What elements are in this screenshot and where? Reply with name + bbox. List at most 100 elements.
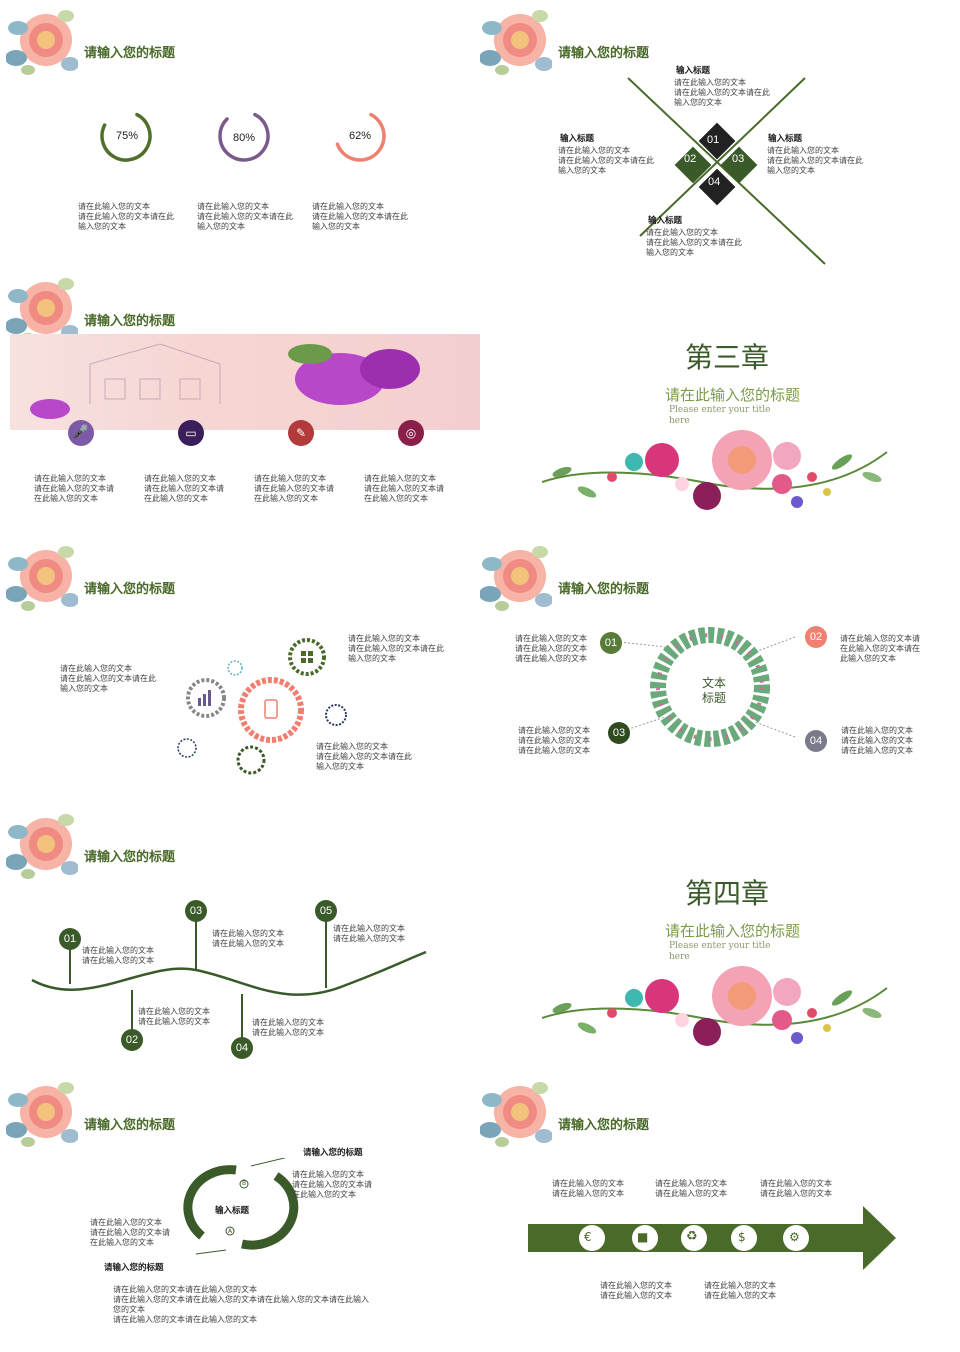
banner-text-3: 请在此输入您的文本 请在此输入您的文本请 在此输入您的文本 <box>254 474 334 503</box>
process-top-text-2: 请在此输入您的文本 请在此输入您的文本 <box>655 1179 727 1198</box>
process-bottom-text-2: 请在此输入您的文本 请在此输入您的文本 <box>704 1281 776 1300</box>
chapter-subtitle: 请在此输入您的标题 <box>665 386 801 404</box>
bottom-heading: 输入标题 <box>648 216 683 226</box>
wreath-text-3: 请在此输入您的文本 请在此输入您的文本 请在此输入您的文本 <box>518 726 590 755</box>
bottom-text: 请在此输入您的文本 请在此输入您的文本请在此 输入您的文本 <box>646 228 742 257</box>
money-bag-icon: $ <box>738 1230 746 1244</box>
slide-2-cross-diagram: 请输入您的标题 01 02 03 04 输入标题 请在此输入您的文本 请在此输入… <box>480 6 954 268</box>
cycle-bottom-text: 请在此输入您的文本请在此输入您的文本 请在此输入您的文本请在此输入您的文本请在此… <box>113 1285 369 1324</box>
slide-8-chapter-four: 第四章 请在此输入您的标题 Please enter your title he… <box>480 810 954 1072</box>
wreath-num-01: 01 <box>600 632 622 654</box>
wreath-text-4: 请在此输入您的文本 请在此输入您的文本 请在此输入您的文本 <box>841 726 913 755</box>
cycle-a-label: A <box>228 1228 233 1235</box>
progress-ring-arc-1 <box>100 112 152 162</box>
top-heading: 输入标题 <box>676 66 711 76</box>
recycle-icon: ♻ <box>686 1229 698 1244</box>
flower-decoration-icon <box>480 546 552 611</box>
timeline-num-02: 02 <box>121 1029 143 1051</box>
flower-decoration-icon <box>6 814 78 879</box>
flower-decoration-icon <box>6 1082 78 1147</box>
cycle-bottom-heading: 请输入您的标题 <box>104 1263 164 1273</box>
right-heading: 输入标题 <box>768 134 803 144</box>
timeline-text-3: 请在此输入您的文本 请在此输入您的文本 <box>212 929 284 948</box>
flower-decoration-icon <box>480 1082 552 1147</box>
cycle-b-label: B <box>242 1180 247 1187</box>
euro-person-icon: € <box>584 1230 592 1244</box>
diamond-01: 01 <box>707 134 720 146</box>
left-text: 请在此输入您的文本 请在此输入您的文本请在此 输入您的文本 <box>558 146 654 175</box>
banner-text-1: 请在此输入您的文本 请在此输入您的文本请 在此输入您的文本 <box>34 474 114 503</box>
banner-text-2: 请在此输入您的文本 请在此输入您的文本请 在此输入您的文本 <box>144 474 224 503</box>
wreath-text-1: 请在此输入您的文本 请在此输入您的文本 请在此输入您的文本 <box>515 634 587 663</box>
cycle-left-text: 请在此输入您的文本 请在此输入您的文本请 在此输入您的文本 <box>90 1218 170 1247</box>
video-camera-icon: ■ <box>637 1230 649 1244</box>
chapter-title: 第三章 <box>685 341 770 374</box>
slide-6-wreath: 请输入您的标题 文本 标题 01 02 03 04 请在此输入您的文本 请在此输… <box>480 542 954 804</box>
slide-4-chapter-three: 第三章 请在此输入您的标题 Please enter your title he… <box>480 274 954 536</box>
process-top-text-1: 请在此输入您的文本 请在此输入您的文本 <box>552 1179 624 1198</box>
ring-label-1: 75% <box>116 130 139 142</box>
slide-9-cycle-arrows: 请输入您的标题 输入标题 B A 请输入您的标题 请在此输入您的文本 请在此输入… <box>6 1078 480 1346</box>
chapter-english: Please enter your title here <box>669 405 771 426</box>
top-text: 请在此输入您的文本 请在此输入您的文本请在此 输入您的文本 <box>674 78 770 107</box>
slide-title: 请输入您的标题 <box>84 582 176 597</box>
timeline-num-04: 04 <box>231 1037 253 1059</box>
chapter-subtitle: 请在此输入您的标题 <box>665 922 801 940</box>
cycle-top-heading: 请输入您的标题 <box>303 1148 363 1158</box>
slide-title: 请输入您的标题 <box>84 1118 176 1133</box>
timeline-num-05: 05 <box>315 900 337 922</box>
ring-label-3: 62% <box>349 130 372 142</box>
right-text: 请在此输入您的文本 请在此输入您的文本请在此 输入您的文本 <box>767 146 863 175</box>
gear-text-top: 请在此输入您的文本 请在此输入您的文本请在此 输入您的文本 <box>348 634 444 663</box>
timeline-text-4: 请在此输入您的文本 请在此输入您的文本 <box>252 1018 324 1037</box>
ring-text-1: 请在此输入您的文本 请在此输入您的文本请在此 输入您的文本 <box>78 202 174 231</box>
wreath-text-2: 请在此输入您的文本请 在此输入您的文本请在 此输入您的文本 <box>840 634 920 663</box>
progress-ring-arc-2 <box>218 112 270 162</box>
house-sketch-icon <box>30 343 420 419</box>
gear-cluster <box>177 638 347 775</box>
slide-title: 请输入您的标题 <box>558 46 650 61</box>
ring-text-3: 请在此输入您的文本 请在此输入您的文本请在此 输入您的文本 <box>312 202 408 231</box>
gear-text-left: 请在此输入您的文本 请在此输入您的文本请在此 输入您的文本 <box>60 664 156 693</box>
cycle-top-text: 请在此输入您的文本 请在此输入您的文本请 在此输入您的文本 <box>292 1170 372 1199</box>
slide-title: 请输入您的标题 <box>84 314 176 329</box>
diamond-04: 04 <box>708 176 721 188</box>
progress-ring-arc-3 <box>335 112 386 162</box>
timeline-text-5: 请在此输入您的文本 请在此输入您的文本 <box>333 924 405 943</box>
wreath-num-04: 04 <box>805 730 827 752</box>
green-arrow <box>528 1206 896 1270</box>
icon-circle-globe: ◎ <box>398 420 424 446</box>
flower-decoration-icon <box>6 546 78 611</box>
flower-decoration-icon <box>480 10 552 75</box>
bouquet-decoration-icon <box>542 965 888 1047</box>
cycle-arrows-icon <box>183 1158 299 1255</box>
slide-title: 请输入您的标题 <box>84 46 176 61</box>
process-bottom-text-1: 请在此输入您的文本 请在此输入您的文本 <box>600 1281 672 1300</box>
slide-1-progress-rings: 请输入您的标题 75% 80% 62% 请在此输入您的文本 请在此输入您的文本请… <box>6 6 480 268</box>
wreath-connectors <box>619 627 796 747</box>
slide-title: 请输入您的标题 <box>84 850 176 865</box>
diamond-03: 03 <box>732 153 745 165</box>
cycle-center-label: 输入标题 <box>215 1206 250 1216</box>
wreath-num-02: 02 <box>805 626 827 648</box>
icon-circle-laptop: ▭ <box>178 420 204 446</box>
timeline-text-2: 请在此输入您的文本 请在此输入您的文本 <box>138 1007 210 1026</box>
slide-7-wave-timeline: 请输入您的标题 01 02 03 04 05 请在此输入您的文本 请在此输入您的… <box>6 810 480 1072</box>
timeline-num-03: 03 <box>185 900 207 922</box>
icon-circle-mic: 🎤 <box>68 420 94 446</box>
slide-3-banner-icons: 请输入您的标题 🎤 ▭ ✎ ◎ 请在此输入您的文本 请在此输入您的文本请 在此输… <box>6 274 480 536</box>
banner-text-4: 请在此输入您的文本 请在此输入您的文本请 在此输入您的文本 <box>364 474 444 503</box>
progress-rings <box>100 112 386 162</box>
diamond-02: 02 <box>684 153 697 165</box>
chapter-title: 第四章 <box>685 877 770 910</box>
slide-title: 请输入您的标题 <box>558 582 650 597</box>
people-gears-icon: ⚙ <box>789 1230 800 1244</box>
left-heading: 输入标题 <box>560 134 595 144</box>
flower-decoration-icon <box>6 10 78 75</box>
wreath-num-03: 03 <box>608 722 630 744</box>
process-top-text-3: 请在此输入您的文本 请在此输入您的文本 <box>760 1179 832 1198</box>
bouquet-decoration-icon <box>542 429 888 511</box>
timeline-text-1: 请在此输入您的文本 请在此输入您的文本 <box>82 946 154 965</box>
timeline-num-01: 01 <box>59 928 81 950</box>
icon-circle-pen: ✎ <box>288 420 314 446</box>
